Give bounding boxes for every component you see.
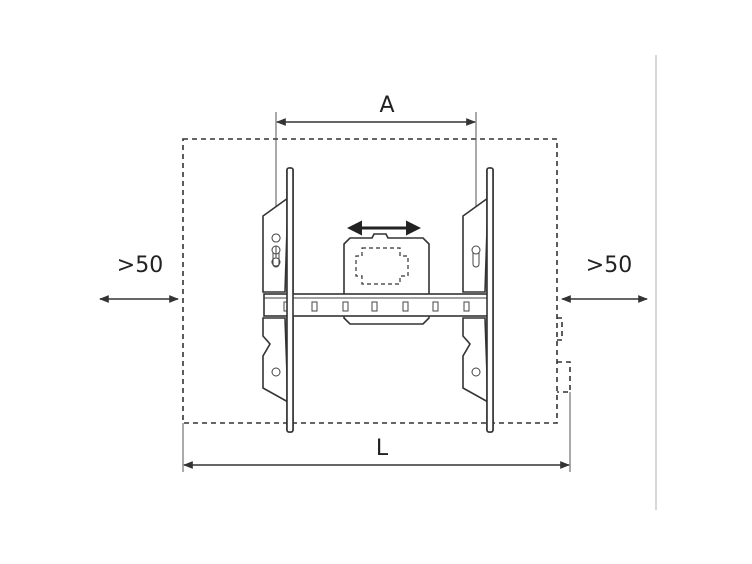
appliance-outline <box>182 138 558 424</box>
rail-slot <box>311 301 318 312</box>
rail-slot <box>463 301 470 312</box>
left-keyhole-top <box>271 245 281 255</box>
rail-slot <box>402 301 409 312</box>
rail-slot <box>371 301 378 312</box>
dim-l-label: L <box>376 436 389 461</box>
left-screw-hole <box>271 367 281 377</box>
left-upright <box>286 167 294 433</box>
dim-a-label: A <box>379 93 394 118</box>
clearance-right-label: >50 <box>586 253 632 278</box>
side-connector <box>557 317 571 393</box>
right-screw-hole <box>471 367 481 377</box>
clearance-left-label: >50 <box>117 253 163 278</box>
rail-slot <box>342 301 349 312</box>
hidden-latch-outline <box>355 247 409 285</box>
rail-slot <box>432 301 439 312</box>
horizontal-rail <box>263 293 493 317</box>
right-upright <box>486 167 494 433</box>
right-keyhole-top <box>471 245 481 255</box>
